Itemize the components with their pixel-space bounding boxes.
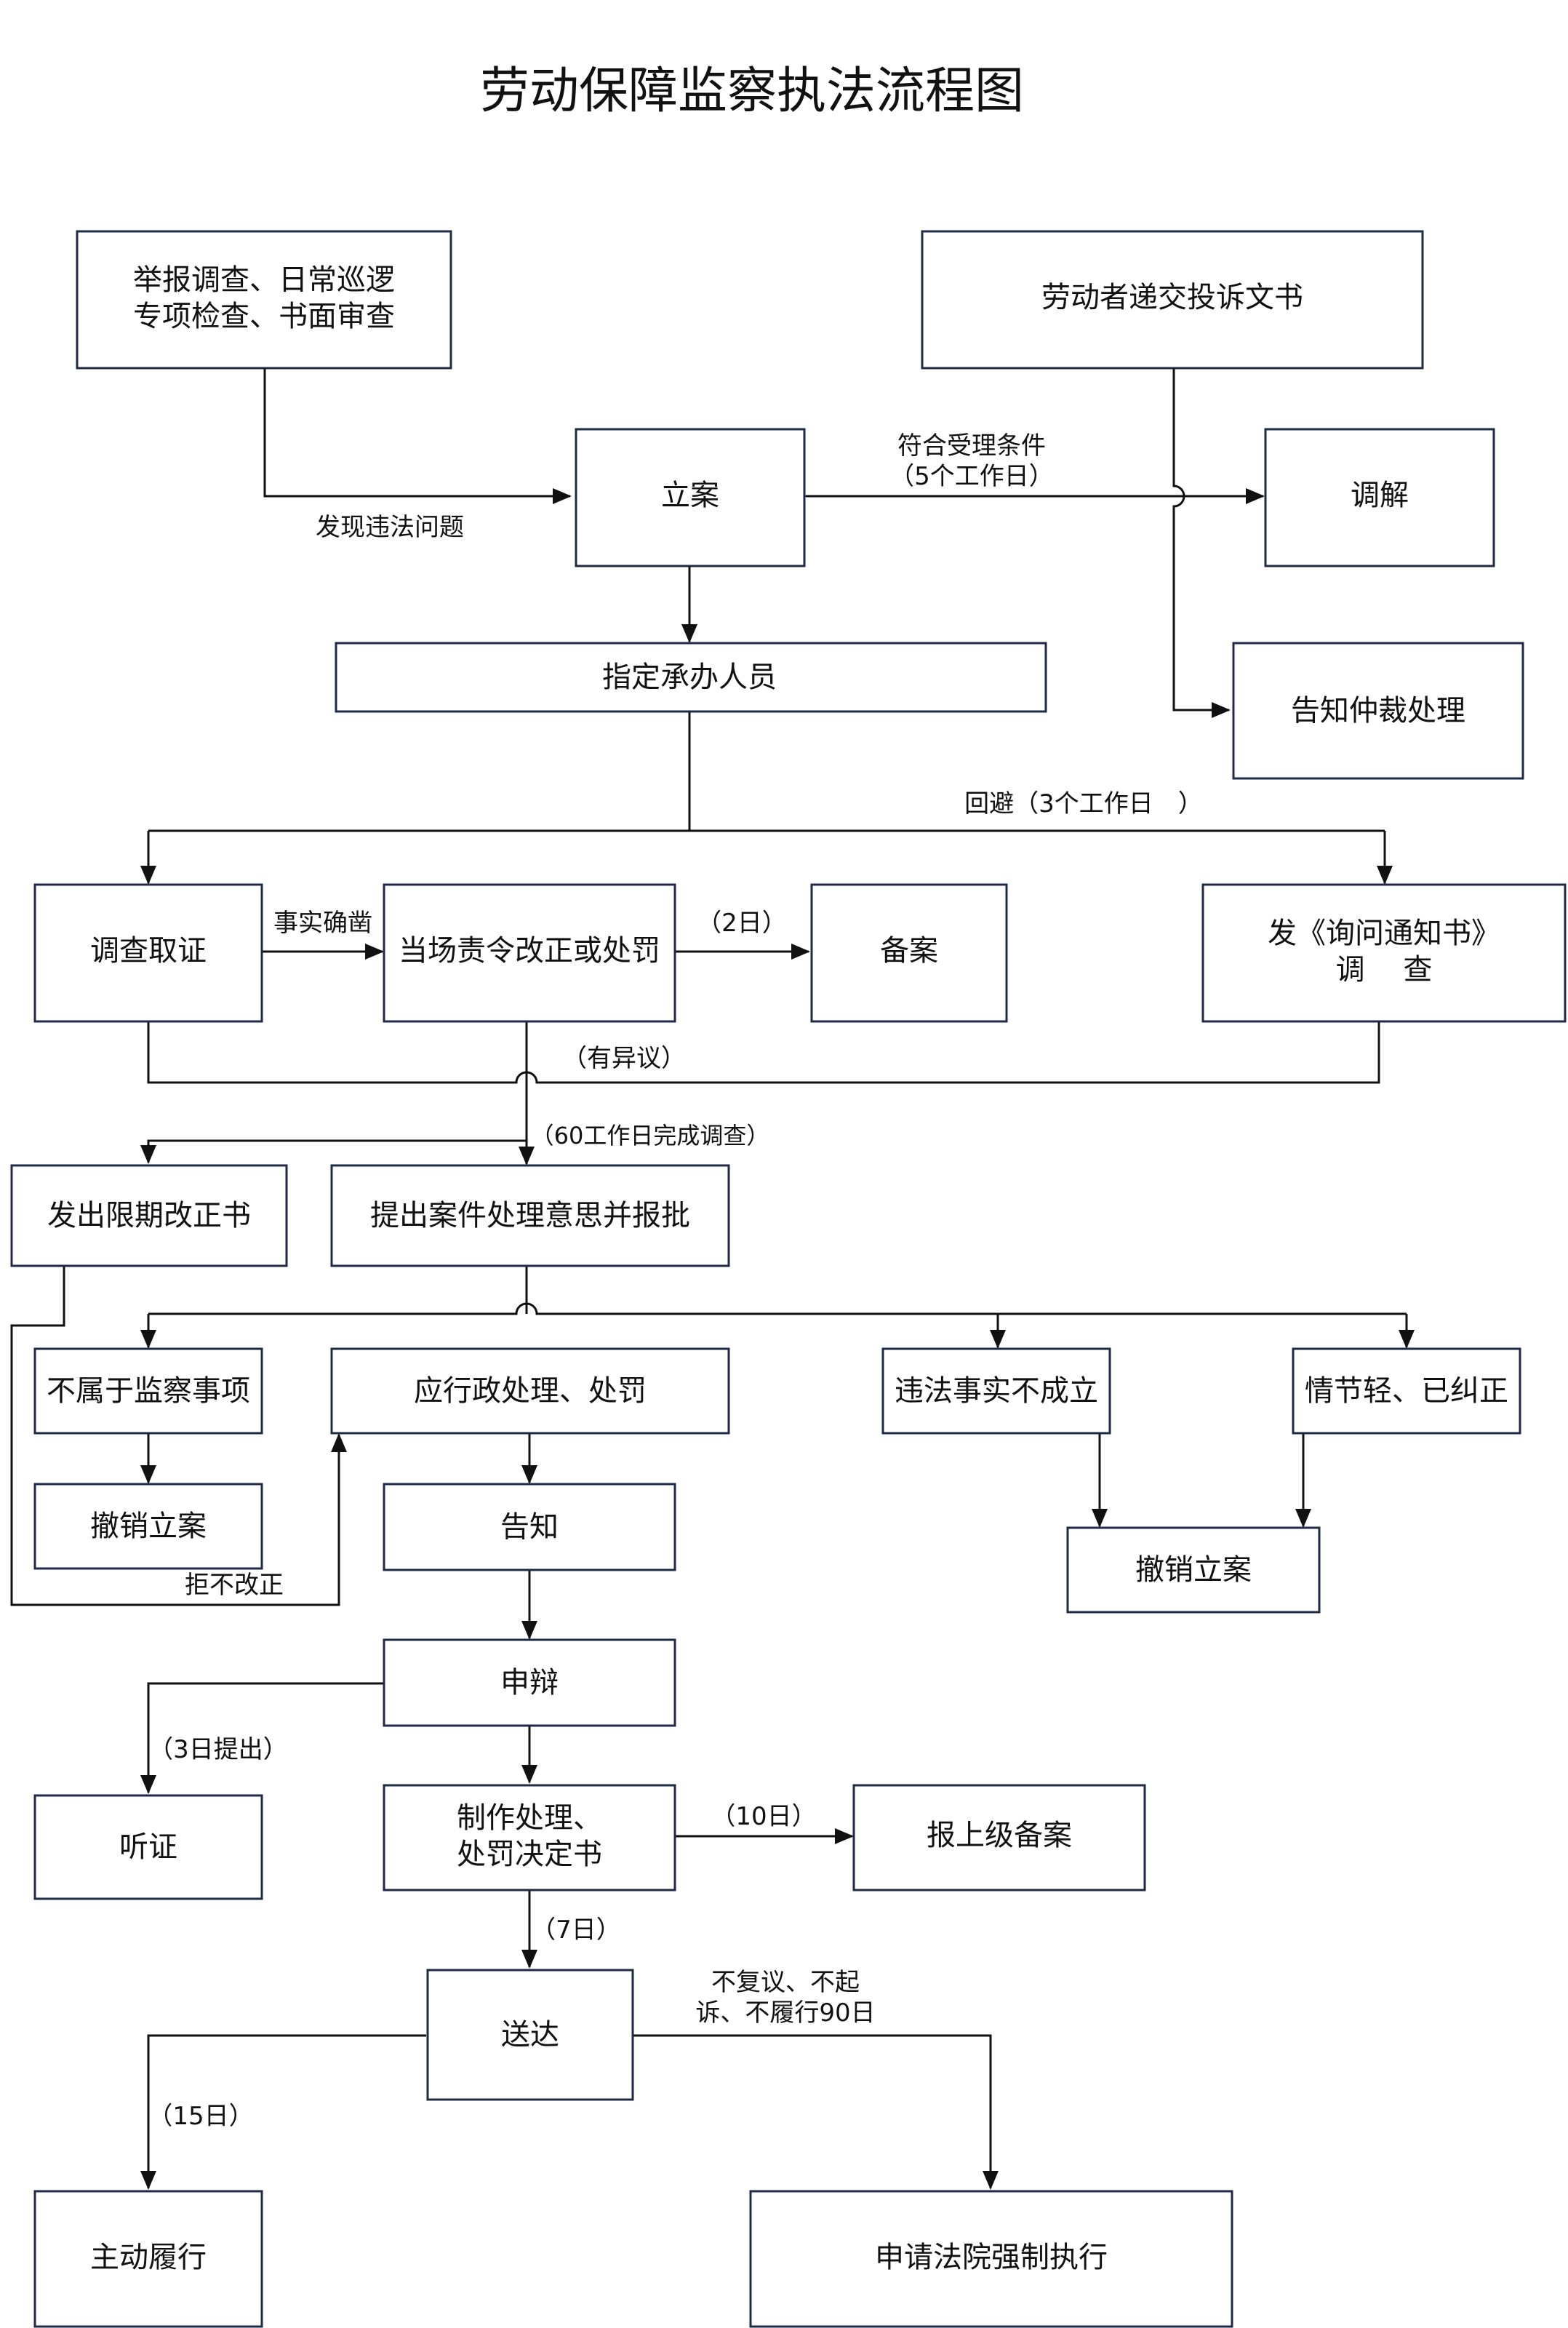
node-assign-staff: 指定承办人员 <box>335 642 1047 713</box>
svg-text:提出案件处理意思并报批: 提出案件处理意思并报批 <box>370 1199 690 1232</box>
label-found-violation: 发现违法问题 <box>316 513 464 542</box>
svg-text:违法事实不成立: 违法事实不成立 <box>895 1374 1098 1408</box>
node-not-in-scope: 不属于监察事项 <box>33 1347 263 1435</box>
label-refuse-correction: 拒不改正 <box>185 1571 284 1600</box>
svg-text:举报调查、日常巡逻: 举报调查、日常巡逻 <box>133 263 395 297</box>
node-not-established: 违法事实不成立 <box>881 1347 1111 1435</box>
node-arbitration: 告知仲裁处理 <box>1232 642 1524 780</box>
line-second-split <box>148 1302 1407 1315</box>
svg-text:应行政处理、处罚: 应行政处理、处罚 <box>414 1374 647 1408</box>
label-accept-days: （5个工作日） <box>889 462 1054 491</box>
arrow-complaint-to-arbitration <box>1172 368 1231 718</box>
svg-text:专项检查、书面审查: 专项检查、书面审查 <box>133 300 395 333</box>
svg-text:送达: 送达 <box>501 2018 559 2052</box>
arrow-deliver-to-comply <box>140 2034 426 2190</box>
label-fifteen-days: （15日） <box>148 2102 253 2131</box>
svg-text:告知: 告知 <box>500 1510 559 1544</box>
label-sixty-days: （60工作日完成调查） <box>531 1122 770 1149</box>
svg-text:劳动者递交投诉文书: 劳动者递交投诉文书 <box>1041 281 1303 314</box>
label-no-review-line1: 不复议、不起 <box>711 1968 860 1997</box>
svg-text:指定承办人员: 指定承办人员 <box>602 661 777 694</box>
label-ten-days: （10日） <box>711 1802 816 1831</box>
svg-text:不属于监察事项: 不属于监察事项 <box>47 1374 250 1408</box>
svg-text:情节轻、已纠正: 情节轻、已纠正 <box>1305 1374 1508 1408</box>
svg-text:备案: 备案 <box>880 934 938 968</box>
node-voluntary-compliance: 主动履行 <box>33 2190 263 2328</box>
node-decision-document: 制作处理、 处罚决定书 <box>383 1784 676 1892</box>
svg-text:申辩: 申辩 <box>500 1666 559 1699</box>
line-objection-loop <box>147 1021 1380 1084</box>
svg-text:申请法院强制执行: 申请法院强制执行 <box>875 2241 1108 2274</box>
node-hearing: 听证 <box>33 1794 263 1900</box>
node-admin-penalty: 应行政处理、处罚 <box>330 1347 730 1435</box>
label-accept-condition: 符合受理条件 <box>897 431 1046 461</box>
svg-text:当场责令改正或处罚: 当场责令改正或处罚 <box>399 934 660 968</box>
svg-text:制作处理、: 制作处理、 <box>457 1801 602 1835</box>
node-revoke-case-left: 撤销立案 <box>33 1483 263 1570</box>
node-investigate: 调查取证 <box>33 883 263 1023</box>
node-rectification-order: 发出限期改正书 <box>10 1164 288 1267</box>
svg-text:主动履行: 主动履行 <box>90 2241 207 2274</box>
node-report-superior: 报上级备案 <box>852 1784 1146 1892</box>
arrow-refuse-to-admin <box>10 1266 347 1606</box>
node-deliver: 送达 <box>426 1969 634 2101</box>
node-defense: 申辩 <box>383 1638 676 1727</box>
node-court-enforcement: 申请法院强制执行 <box>749 2190 1233 2328</box>
svg-text:告知仲裁处理: 告知仲裁处理 <box>1291 694 1465 728</box>
label-no-review-line2: 诉、不履行90日 <box>695 1998 875 2028</box>
node-record: 备案 <box>810 883 1008 1023</box>
svg-text:发《询问通知书》: 发《询问通知书》 <box>1268 917 1500 950</box>
label-facts-clear: 事实确凿 <box>273 909 372 938</box>
svg-text:听证: 听证 <box>119 1830 177 1864</box>
svg-text:立案: 立案 <box>661 479 719 512</box>
svg-text:调解: 调解 <box>1351 479 1409 512</box>
svg-text:报上级备案: 报上级备案 <box>927 1819 1072 1852</box>
node-file-case: 立案 <box>575 428 806 567</box>
label-two-days: （2日） <box>697 909 787 938</box>
node-complaint: 劳动者递交投诉文书 <box>921 230 1424 370</box>
svg-text:处罚决定书: 处罚决定书 <box>457 1838 602 1871</box>
label-seven-days: （7日） <box>531 1916 621 1945</box>
svg-text:调查取证: 调查取证 <box>90 934 207 968</box>
node-notify: 告知 <box>383 1483 676 1571</box>
node-onsite-order: 当场责令改正或处罚 <box>383 883 676 1023</box>
node-inquiry-notice: 发《询问通知书》 调 查 <box>1201 883 1567 1023</box>
connectors <box>10 368 1415 2190</box>
svg-text:发出限期改正书: 发出限期改正书 <box>47 1199 251 1232</box>
edge-labels: 发现违法问题 符合受理条件 （5个工作日） 回避（3个工作日 ） 事实确凿 （2… <box>148 431 1202 2131</box>
node-revoke-case-right: 撤销立案 <box>1066 1526 1321 1614</box>
node-mediation: 调解 <box>1264 428 1495 567</box>
label-three-days: （3日提出） <box>148 1735 288 1764</box>
svg-text:调 查: 调 查 <box>1336 953 1433 986</box>
flow-nodes: 举报调查、日常巡逻 专项检查、书面审查 劳动者递交投诉文书 立案 调解 指定承办… <box>10 230 1567 2328</box>
arrow-deliver-to-court <box>633 2034 999 2190</box>
page-title: 劳动保障监察执法流程图 <box>480 63 1024 120</box>
node-propose-handling: 提出案件处理意思并报批 <box>330 1164 730 1267</box>
svg-text:撤销立案: 撤销立案 <box>90 1510 207 1543</box>
arrow-to-order <box>140 1139 527 1164</box>
label-objection: （有异议） <box>562 1044 686 1073</box>
label-recusal: 回避（3个工作日 ） <box>964 789 1203 818</box>
svg-text:撤销立案: 撤销立案 <box>1135 1553 1252 1587</box>
node-report-inspection: 举报调查、日常巡逻 专项检查、书面审查 <box>76 230 452 370</box>
arrow-defense-to-hearing <box>140 1682 384 1794</box>
arrow-report-to-file-case <box>263 368 572 504</box>
node-minor-corrected: 情节轻、已纠正 <box>1292 1347 1521 1435</box>
